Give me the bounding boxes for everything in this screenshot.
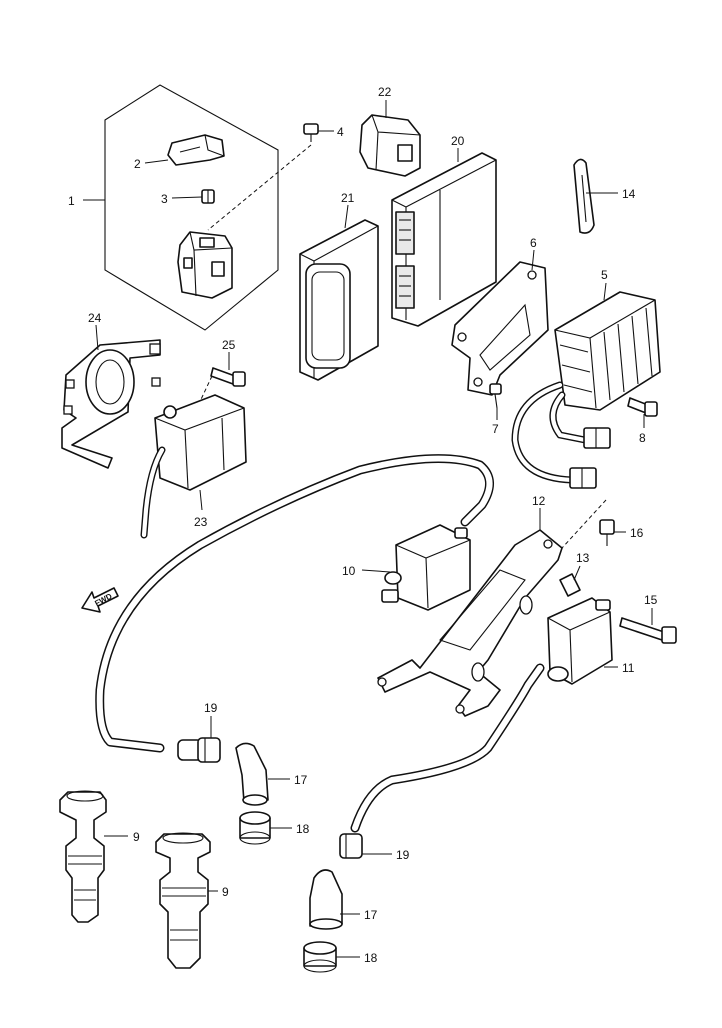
callout-25: 25 (222, 338, 236, 352)
regulator-harness (511, 381, 611, 489)
callout-2: 2 (134, 157, 141, 171)
ignition-cable-secondary (350, 663, 545, 833)
callout-12: 12 (532, 494, 546, 508)
callout-6: 6 (530, 236, 537, 250)
callout-1: 1 (68, 194, 75, 208)
callout-22: 22 (378, 85, 392, 99)
callout-17-lower: 17 (364, 908, 378, 922)
bolt-16-dashed-guide (561, 499, 607, 549)
plug-cap-part-17a (235, 742, 269, 806)
starter-relay-group-frame (104, 84, 279, 331)
fuse-part (201, 189, 215, 204)
seal-part-18a (239, 811, 271, 845)
callout-14: 14 (622, 187, 636, 201)
seal-part-18b (303, 941, 337, 973)
starter-relay-part (177, 231, 233, 299)
callout-9-left: 9 (133, 830, 140, 844)
callout-17-upper: 17 (294, 773, 308, 787)
callout-15: 15 (644, 593, 658, 607)
ignition-coil-part-11 (547, 597, 613, 685)
callout-8: 8 (639, 431, 646, 445)
forward-direction-marker: FWD (81, 587, 119, 613)
callout-4: 4 (337, 125, 344, 139)
bolt-part-8 (627, 397, 658, 417)
callout-16: 16 (630, 526, 644, 540)
ignition-coil-part-10 (381, 524, 471, 611)
callout-23: 23 (194, 515, 208, 529)
ignition-cable-main (95, 454, 494, 753)
coil-bracket-part-12 (377, 529, 563, 717)
bolt-4-dashed-guide (207, 144, 312, 231)
callout-21: 21 (341, 191, 355, 205)
callout-19-lower: 19 (396, 848, 410, 862)
cable-cap-part-19a (177, 737, 221, 763)
callout-10: 10 (342, 564, 356, 578)
stick-coil-part-9a (59, 790, 107, 923)
spacer-part-13 (559, 573, 581, 597)
callout-5: 5 (601, 268, 608, 282)
callout-20: 20 (451, 134, 465, 148)
relay-part-22 (359, 114, 421, 177)
callout-24: 24 (88, 311, 102, 325)
callout-3: 3 (161, 192, 168, 206)
callout-19-upper: 19 (204, 701, 218, 715)
regulator-rectifier-part-5 (554, 291, 661, 411)
stick-coil-part-9b (155, 832, 211, 969)
clamp-part-14 (573, 158, 595, 234)
bolt-part-4 (303, 123, 319, 142)
leader-lines (83, 100, 653, 958)
bolt-part-25 (210, 367, 246, 387)
callout-18-lower: 18 (364, 951, 378, 965)
cable-cap-part-19b (339, 833, 363, 859)
fuse-cover-part (167, 134, 225, 166)
callout-7: 7 (492, 422, 499, 436)
sensor-module-part-23 (140, 394, 247, 539)
bolt-part-7 (489, 383, 502, 409)
callout-9-right: 9 (222, 885, 229, 899)
callout-13: 13 (576, 551, 590, 565)
ecm-holder-part-21 (299, 219, 379, 381)
bolt-part-16 (599, 519, 615, 546)
bracket-part-24 (61, 339, 161, 469)
ecm-part-20 (391, 152, 497, 327)
callout-labels: 1 2 3 4 5 6 7 8 9 9 10 11 12 13 14 15 16… (68, 85, 658, 965)
callout-11: 11 (622, 661, 635, 675)
callout-18-upper: 18 (296, 822, 310, 836)
plug-cap-part-17b (309, 869, 343, 930)
bolt-part-15 (619, 617, 677, 644)
